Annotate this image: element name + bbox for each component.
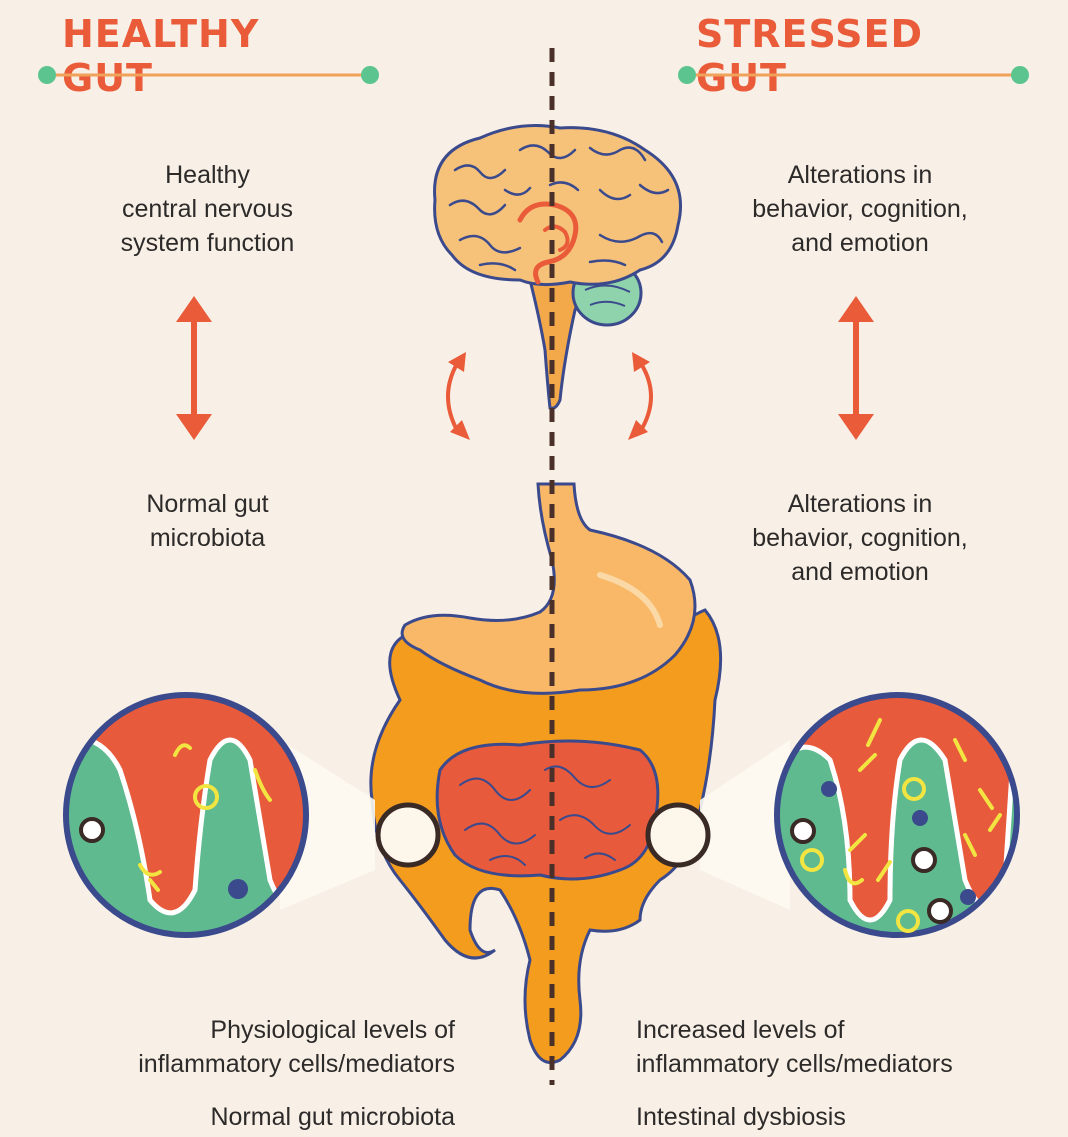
healthy-microbiota-magnifier	[63, 692, 309, 938]
healthy-microbiota-label: Normal gut microbiota	[146, 490, 269, 552]
stressed-inflammation-label: Increased levels of inflammatory cells/m…	[636, 1016, 953, 1078]
right-title-underline	[678, 66, 1029, 84]
digestive-system-illustration	[369, 482, 723, 1064]
left-curved-arrows-icon	[446, 352, 470, 440]
healthy-cns-label: Healthy central nervous system function	[120, 161, 295, 257]
healthy-inflammation-label: Physiological levels of inflammatory cel…	[138, 1016, 455, 1078]
right-lens-icon	[645, 802, 711, 868]
right-double-arrow-icon	[838, 296, 874, 440]
right-curved-arrows-icon	[628, 352, 653, 440]
stressed-behavior-label-mid: Alterations in behavior, cognition, and …	[752, 490, 968, 586]
left-double-arrow-icon	[176, 296, 212, 440]
dysbiosis-magnifier	[774, 692, 1020, 938]
left-title-underline	[38, 66, 379, 84]
brain-illustration	[433, 124, 683, 410]
stressed-gut-title: STRESSED GUT	[696, 12, 924, 100]
left-lens-icon	[375, 802, 441, 868]
healthy-microbiota-bottom-label: Normal gut microbiota	[210, 1103, 455, 1131]
dysbiosis-label: Intestinal dysbiosis	[636, 1103, 846, 1131]
healthy-gut-title: HEALTHY GUT	[62, 12, 260, 100]
stressed-behavior-label-top: Alterations in behavior, cognition, and …	[752, 161, 968, 257]
